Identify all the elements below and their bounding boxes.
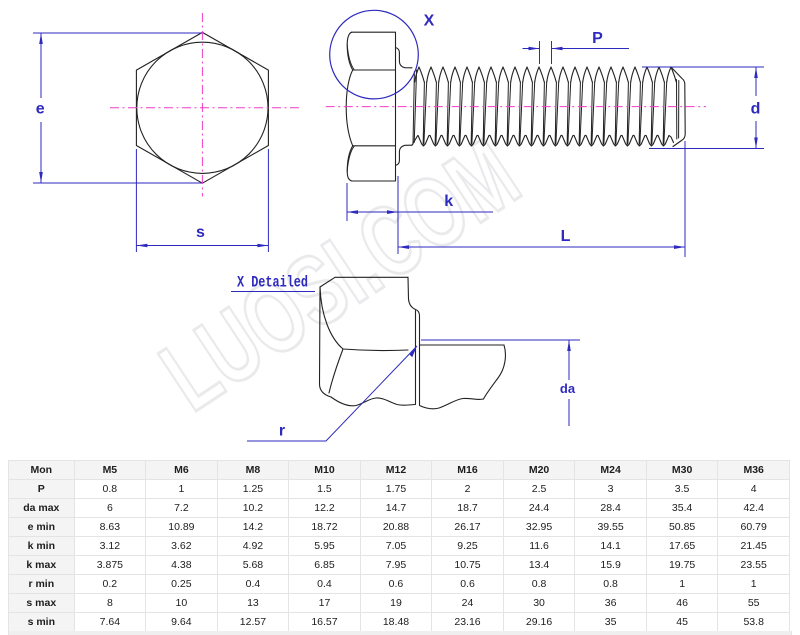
svg-text:k: k <box>444 193 453 210</box>
svg-text:r: r <box>279 423 285 440</box>
svg-text:L: L <box>561 228 571 245</box>
svg-text:X: X <box>424 12 435 29</box>
svg-text:s: s <box>196 224 205 241</box>
svg-text:e: e <box>36 101 45 118</box>
svg-text:d: d <box>751 101 761 118</box>
svg-text:P: P <box>592 30 603 47</box>
svg-text:X Detailed: X Detailed <box>237 274 308 292</box>
svg-text:LUOSI.COM: LUOSI.COM <box>142 118 537 432</box>
svg-text:da: da <box>560 381 576 396</box>
